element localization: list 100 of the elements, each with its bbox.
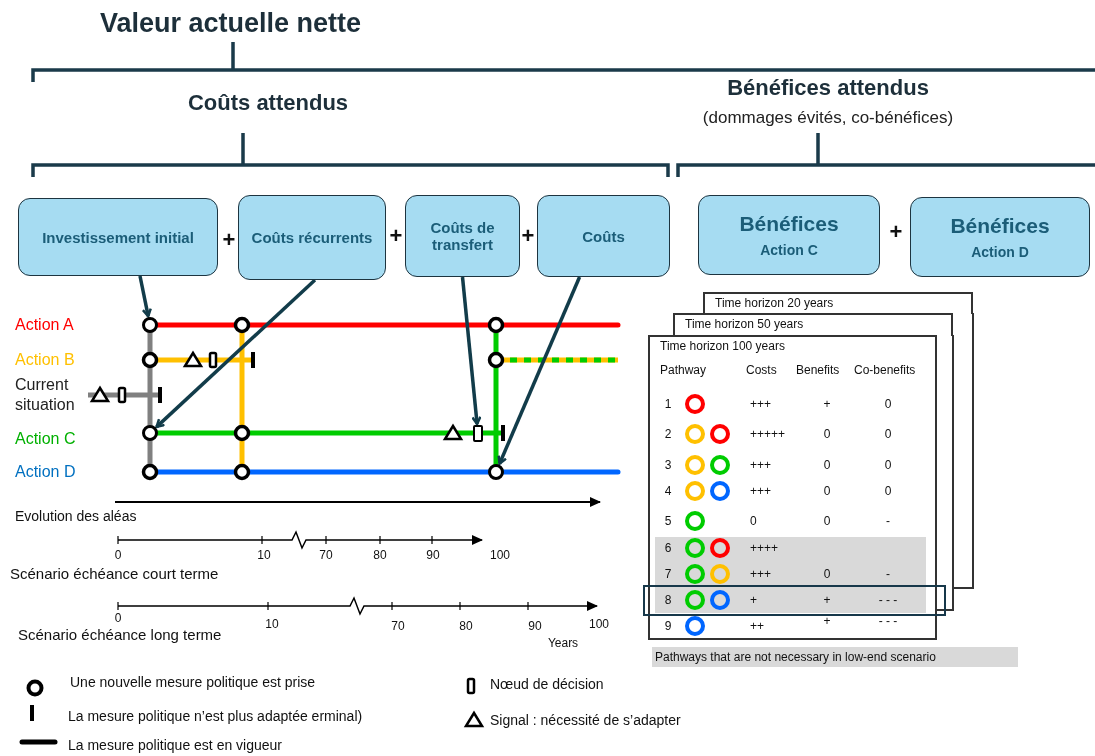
- rating-value: 0: [884, 484, 892, 498]
- rating-value: 0: [884, 458, 892, 472]
- arrow: [138, 275, 152, 318]
- rating-value: 0: [823, 567, 831, 581]
- action-label: Action D: [15, 463, 76, 481]
- tick-label: 0: [114, 548, 122, 562]
- tick-label: 0: [114, 611, 122, 625]
- tick-label: 70: [391, 619, 405, 633]
- box-label: Bénéfices: [950, 214, 1050, 238]
- axis-unit: Years: [547, 636, 579, 650]
- axis-title: Scénario échéance long terme: [18, 625, 222, 643]
- rating-value: - - -: [878, 614, 898, 628]
- rating-value: +: [750, 593, 757, 607]
- plus-sign: +: [889, 219, 903, 245]
- rating-value: 0: [884, 397, 892, 411]
- card-title: Time horizon 20 years: [715, 296, 835, 310]
- column-header: Co-benefits: [854, 363, 916, 377]
- rating-value: -: [886, 567, 890, 581]
- rating-value: +++++: [750, 427, 786, 441]
- rating-value: +++: [750, 458, 772, 472]
- axis-title: Evolution des aléas: [15, 508, 137, 524]
- column-header: Costs: [746, 363, 777, 377]
- tick-label: 10: [257, 548, 271, 562]
- time-horizon-card: [673, 313, 953, 336]
- column-header: Benefits: [796, 363, 840, 377]
- diagram-title: Valeur actuelle nette: [100, 8, 362, 39]
- action-label: Action C: [15, 430, 76, 448]
- legend-text: Pathways that are not necessary in low-end scenario: [655, 650, 936, 664]
- pathway-node-circle: [142, 425, 158, 441]
- tick-label: 90: [426, 548, 440, 562]
- tick-label: 100: [490, 548, 510, 562]
- tick-label: 80: [373, 548, 387, 562]
- cost-box: [405, 195, 520, 277]
- plus-sign: +: [389, 223, 403, 249]
- cost-box: [537, 195, 670, 277]
- tick-label: 10: [265, 617, 279, 631]
- pathway-node-circle: [488, 464, 504, 480]
- row-number: 9: [664, 619, 672, 633]
- action-label: Action B: [15, 351, 75, 369]
- row-number: 2: [664, 427, 672, 441]
- cost-box: [18, 198, 218, 276]
- rating-value: - - -: [878, 593, 898, 607]
- row-number: 4: [664, 484, 672, 498]
- rating-value: 0: [823, 458, 831, 472]
- benefit-box: [698, 195, 880, 275]
- box-label: Investissement initial: [42, 228, 194, 246]
- rating-value: 0: [750, 514, 757, 528]
- tick-label: 90: [528, 619, 542, 633]
- column-header: Pathway: [660, 363, 707, 377]
- rating-value: +: [823, 397, 831, 411]
- legend-text: La mesure politique est en vigueur: [68, 737, 283, 753]
- decision-node-marker: [473, 424, 483, 442]
- row-number: 8: [664, 593, 672, 607]
- axis-title: Scénario échéance court terme: [10, 564, 219, 582]
- legend-text: Signal : nécessité de s’adapter: [490, 712, 681, 728]
- section-subheading: (dommages évités, co-bénéfices): [702, 108, 954, 128]
- rating-value: 0: [823, 514, 831, 528]
- pathway-node-circle: [142, 317, 158, 333]
- plus-sign: +: [222, 227, 236, 253]
- action-label: Current situation: [15, 375, 76, 415]
- box-label: Coûts: [582, 227, 625, 245]
- rating-value: -: [886, 514, 890, 528]
- section-heading: Coûts attendus: [187, 90, 349, 116]
- box-sublabel: Action C: [760, 242, 818, 258]
- arrow: [460, 276, 482, 426]
- section-heading: Bénéfices attendus: [727, 75, 929, 101]
- row-number: 7: [664, 567, 672, 581]
- rating-value: +++: [750, 397, 772, 411]
- box-label: Bénéfices: [739, 212, 839, 236]
- legend-text: La mesure politique n’est plus adaptée erminal): [68, 708, 363, 724]
- cost-box: [238, 195, 386, 280]
- arrow: [155, 278, 317, 429]
- plus-sign: +: [521, 223, 535, 249]
- row-number: 5: [664, 514, 672, 528]
- rating-value: +++: [750, 567, 772, 581]
- tick-label: 100: [589, 617, 609, 631]
- rating-value: +: [823, 614, 831, 628]
- rating-value: ++++: [750, 541, 779, 555]
- box-sublabel: Action D: [971, 244, 1029, 260]
- tick-label: 80: [459, 619, 473, 633]
- box-label: Coûts récurrents: [251, 229, 373, 246]
- legend-text: Une nouvelle mesure politique est prise: [70, 674, 316, 690]
- benefit-box: [910, 197, 1090, 277]
- row-number: 3: [664, 458, 672, 472]
- row-number: 6: [664, 541, 672, 555]
- rating-value: +: [823, 593, 831, 607]
- time-horizon-card: [703, 292, 973, 314]
- card-title: Time horizon 100 years: [660, 339, 786, 353]
- box-label: Coûts de transfert: [429, 219, 496, 253]
- row-number: 1: [664, 397, 672, 411]
- rating-value: 0: [823, 484, 831, 498]
- arrow: [497, 276, 582, 465]
- rating-value: +++: [750, 484, 772, 498]
- rating-value: ++: [750, 619, 764, 633]
- action-label: Action A: [15, 316, 74, 334]
- rating-value: 0: [823, 427, 831, 441]
- rating-value: 0: [884, 427, 892, 441]
- card-title: Time horizon 50 years: [685, 317, 805, 331]
- tick-label: 70: [319, 548, 333, 562]
- legend-text: Nœud de décision: [490, 676, 604, 692]
